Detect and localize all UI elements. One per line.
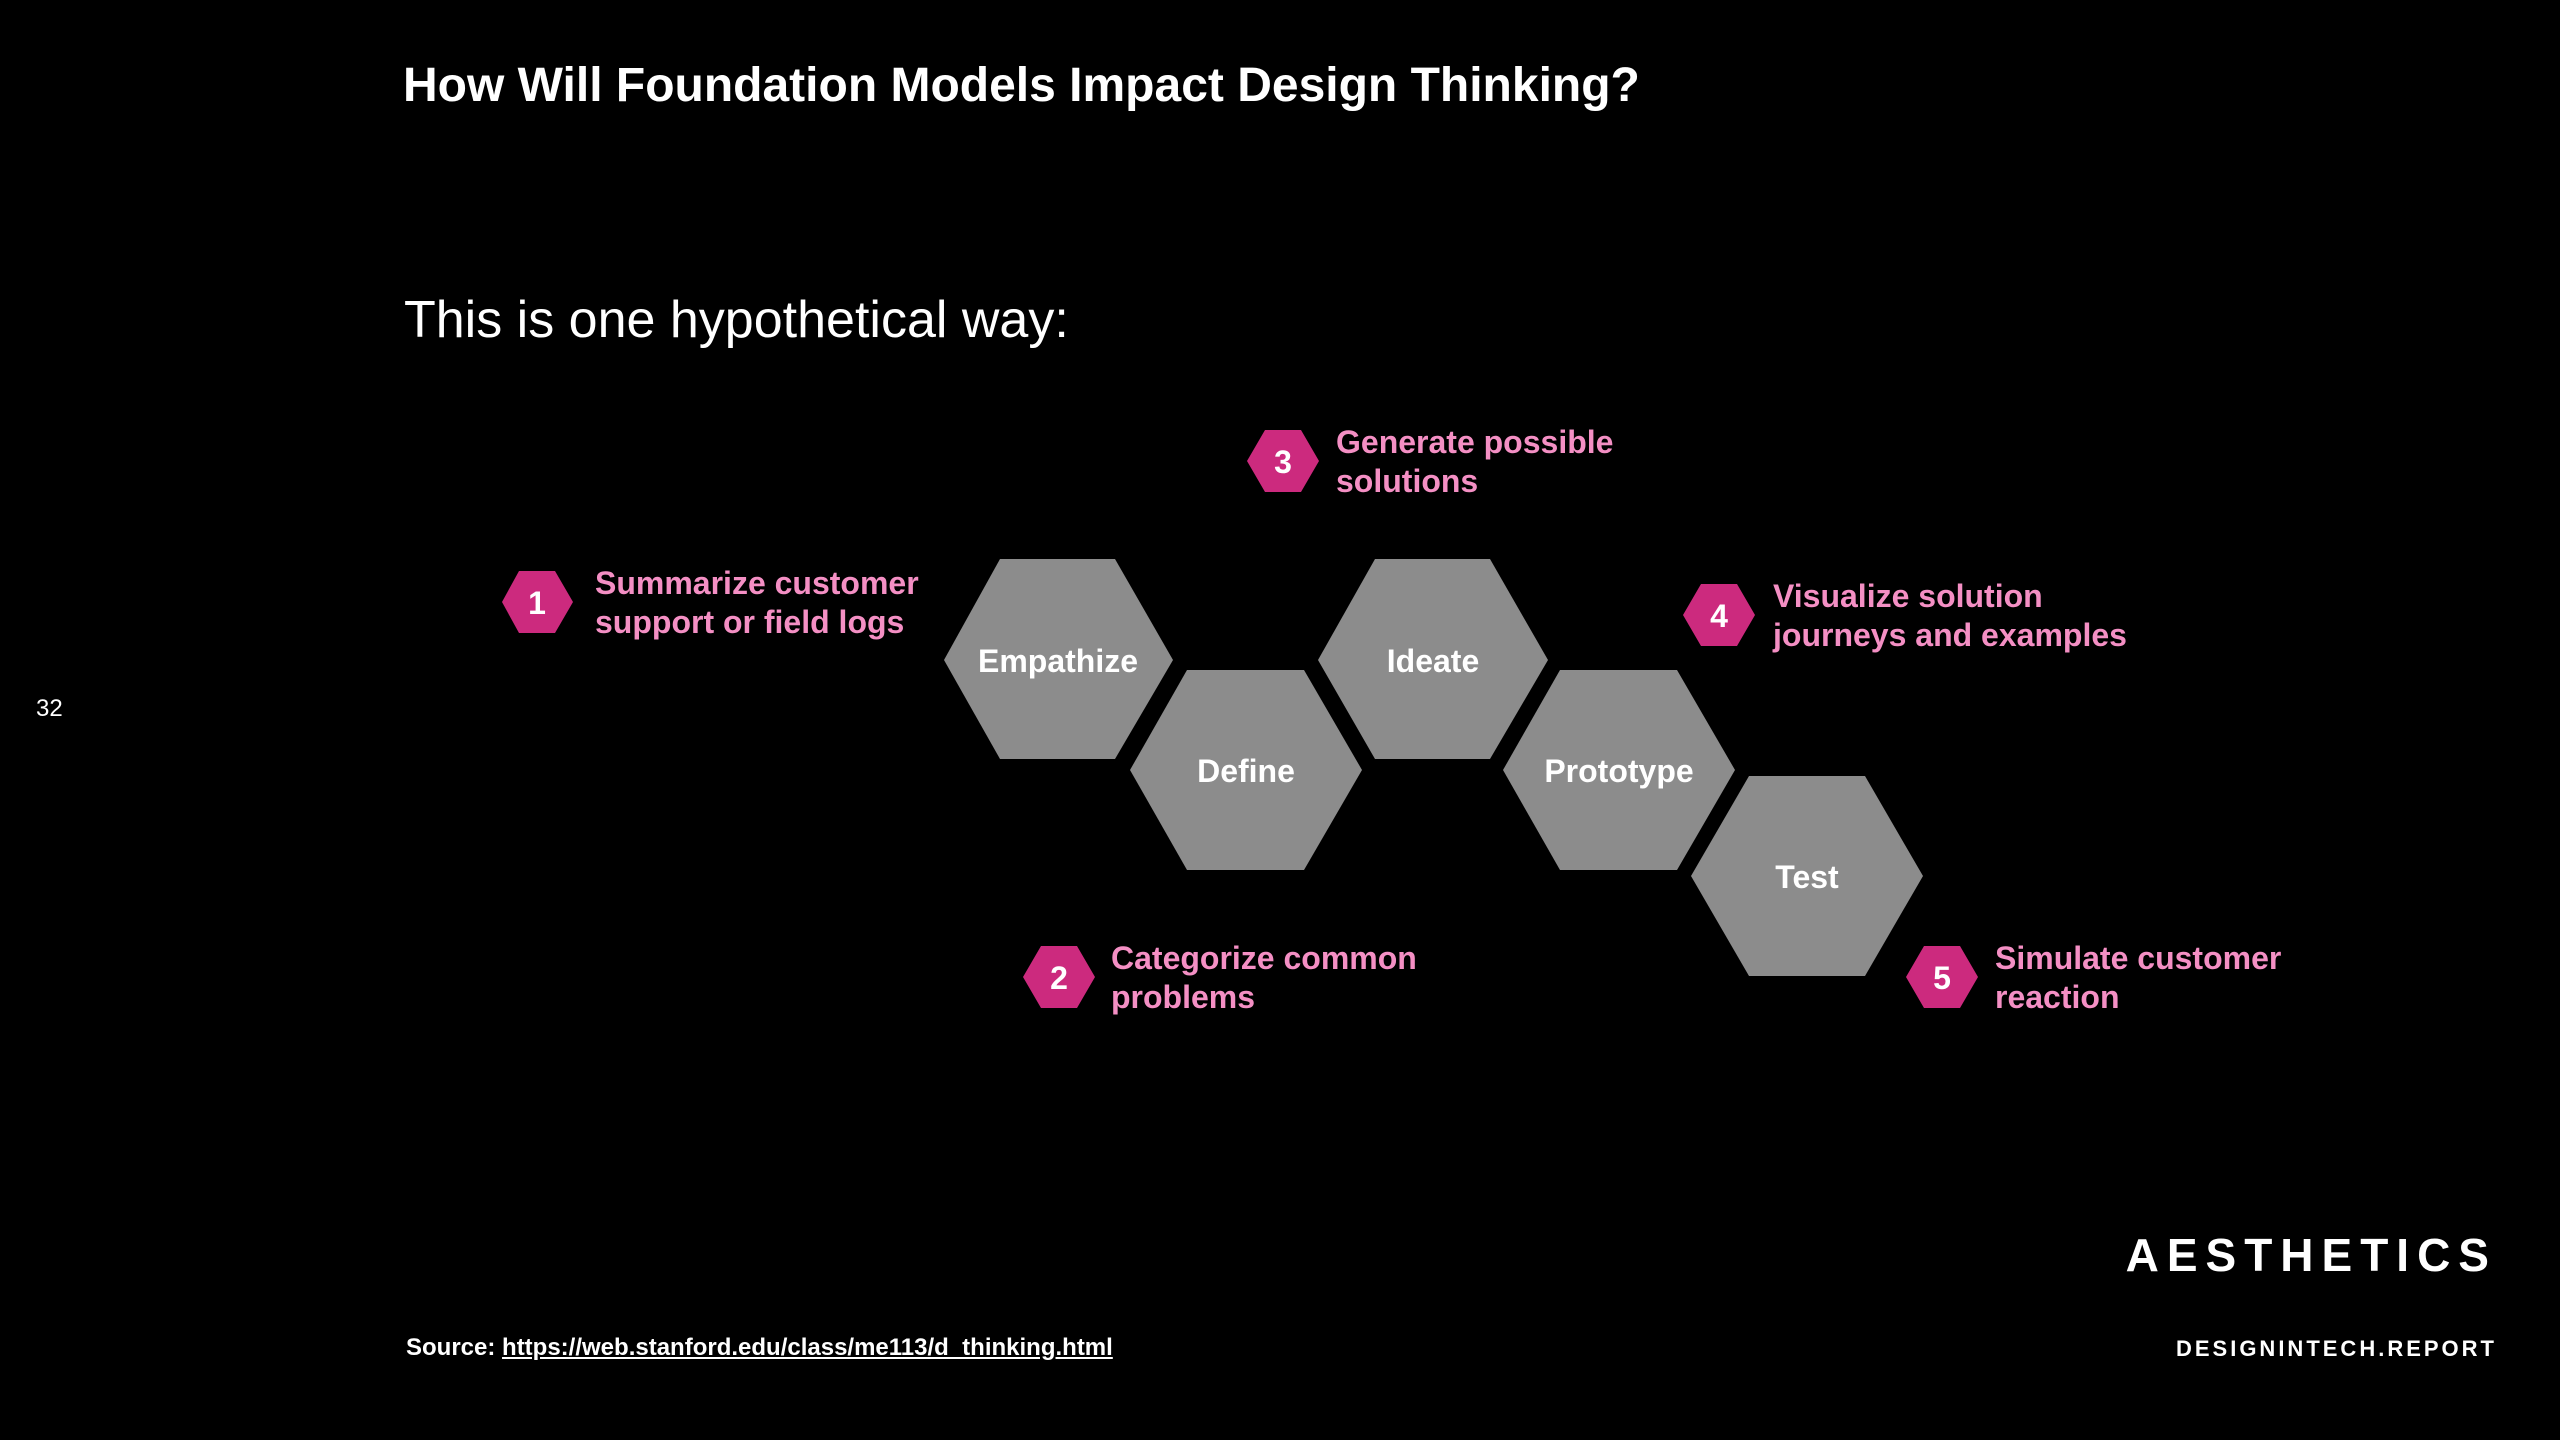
step-badge-2: 2: [1023, 946, 1095, 1008]
badge-number: 1: [528, 585, 546, 621]
stage-label: Test: [1775, 859, 1839, 895]
step-3-line-1: Generate possible: [1336, 424, 1614, 460]
page-number: 32: [36, 695, 63, 722]
stage-hexagon: [1130, 670, 1362, 870]
step-2-line-2: problems: [1111, 979, 1256, 1015]
source-citation: Source: https://web.stanford.edu/class/m…: [406, 1334, 1113, 1362]
step-2-line-1: Categorize common: [1111, 940, 1417, 976]
stage-hexagon: [1503, 670, 1735, 870]
step-5-line-1: Simulate customer: [1995, 940, 2282, 976]
badge-hexagon: [1906, 946, 1978, 1008]
step-2-text: Categorize common problems: [1111, 939, 1417, 1017]
badge-number: 5: [1933, 960, 1951, 996]
step-1-line-1: Summarize customer: [595, 565, 919, 601]
brand-logo: AESTHETICS: [2125, 1229, 2497, 1281]
badge-hexagon: [502, 571, 573, 633]
stage-test: Test: [1691, 776, 1923, 976]
step-badge-5: 5: [1906, 946, 1978, 1008]
stage-hexagon: [1318, 559, 1548, 759]
slide-subtitle: This is one hypothetical way:: [404, 291, 1069, 349]
stage-hexagon: [944, 559, 1173, 759]
step-3-line-2: solutions: [1336, 463, 1479, 499]
stage-hexagon: [1691, 776, 1923, 976]
badge-number: 2: [1050, 960, 1068, 996]
stage-label: Prototype: [1544, 753, 1693, 789]
stage-define: Define: [1130, 670, 1362, 870]
step-badge-1: 1: [502, 571, 573, 633]
step-3-text: Generate possible solutions: [1336, 423, 1613, 501]
stage-prototype: Prototype: [1503, 670, 1735, 870]
source-label: Source:: [406, 1334, 496, 1361]
step-5-line-2: reaction: [1995, 979, 2120, 1015]
step-badge-4: 4: [1683, 584, 1755, 646]
step-badge-3: 3: [1247, 430, 1319, 492]
step-1-line-2: support or field logs: [595, 604, 905, 640]
stage-label: Ideate: [1387, 643, 1479, 679]
badge-hexagon: [1683, 584, 1755, 646]
step-4-line-2: journeys and examples: [1773, 617, 2127, 653]
step-5-text: Simulate customer reaction: [1995, 939, 2281, 1017]
badge-number: 3: [1274, 444, 1292, 480]
step-1-text: Summarize customer support or field logs: [595, 564, 919, 642]
step-4-text: Visualize solution journeys and examples: [1773, 577, 2127, 655]
slide-title: How Will Foundation Models Impact Design…: [403, 59, 1640, 112]
badge-hexagon: [1247, 430, 1319, 492]
stage-label: Empathize: [978, 643, 1138, 679]
badge-hexagon: [1023, 946, 1095, 1008]
source-link[interactable]: https://web.stanford.edu/class/me113/d_t…: [502, 1334, 1113, 1361]
stage-empathize: Empathize: [944, 559, 1173, 759]
stage-ideate: Ideate: [1318, 559, 1548, 759]
badge-number: 4: [1710, 598, 1728, 634]
brand-url: DESIGNINTECH.REPORT: [2175, 1336, 2497, 1361]
step-4-line-1: Visualize solution: [1773, 578, 2043, 614]
stage-label: Define: [1197, 753, 1295, 789]
